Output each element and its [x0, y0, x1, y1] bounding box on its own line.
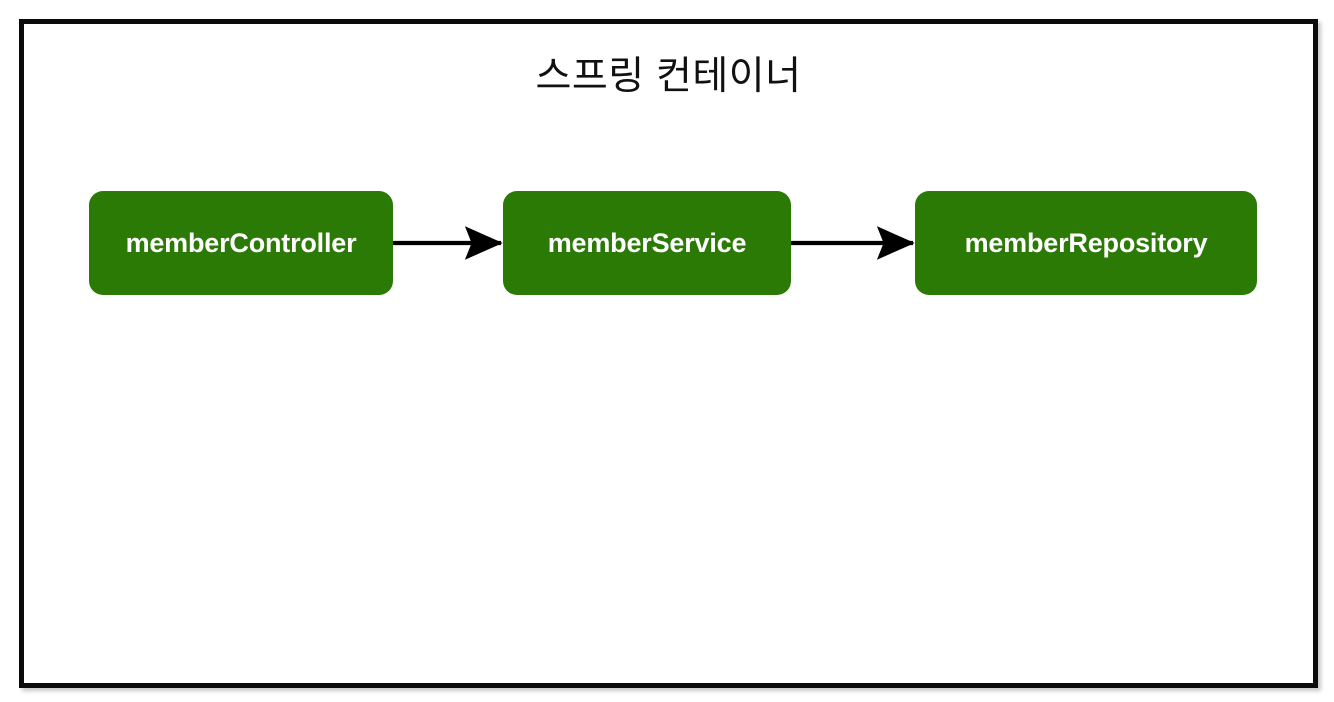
bean-node-memberservice[interactable]: memberService — [503, 191, 791, 295]
bean-node-label: memberController — [125, 227, 357, 258]
bean-node-label: memberService — [547, 227, 747, 258]
bean-node-label: memberRepository — [964, 227, 1208, 258]
bean-node-membercontroller[interactable]: memberController — [89, 191, 393, 295]
container-title: 스프링 컨테이너 — [535, 55, 802, 98]
bean-node-layer: memberController memberService memberRep… — [24, 24, 1313, 683]
bean-node-memberrepository[interactable]: memberRepository — [915, 191, 1257, 295]
spring-container-frame: 스프링 컨테이너 memberController memberService … — [19, 19, 1318, 688]
